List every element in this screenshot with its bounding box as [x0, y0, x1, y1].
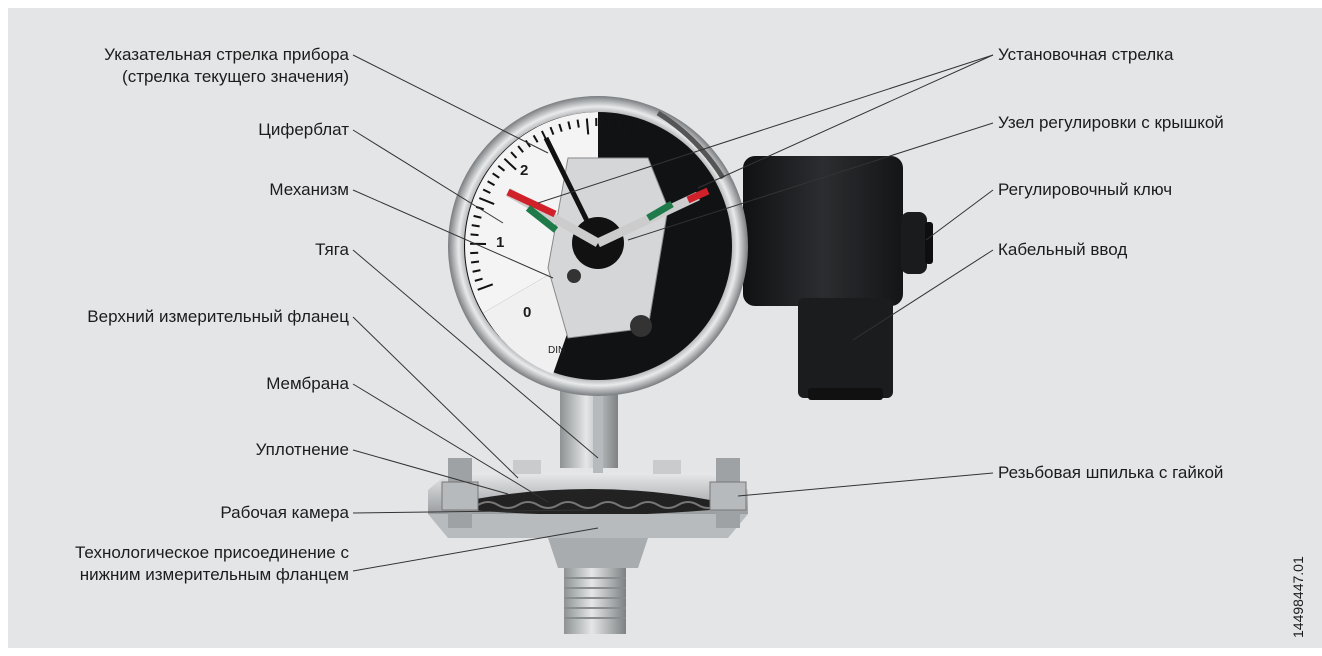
leader-connection	[353, 528, 598, 571]
label-movement: Механизм	[269, 179, 349, 201]
label-pointer-line2: (стрелка текущего значения)	[122, 66, 349, 88]
leader-pointer	[353, 55, 548, 153]
label-pointer-line1: Указательная стрелка прибора	[104, 44, 349, 66]
leader-dial	[353, 130, 503, 223]
label-dial: Циферблат	[258, 119, 349, 141]
label-connection-line1: Технологическое присоединение с	[75, 542, 349, 564]
label-cable: Кабельный ввод	[998, 239, 1127, 261]
label-connection-line2: нижним измерительным фланцем	[80, 564, 349, 586]
leader-cable	[853, 250, 993, 340]
leader-chamber	[353, 510, 588, 513]
diagram-canvas: 0 1 2 DIN Указательная стрелка прибора (…	[8, 8, 1322, 648]
leader-stud	[738, 473, 993, 496]
leader-set-pointer-b	[698, 55, 993, 188]
leader-diaphragm	[353, 384, 548, 502]
label-stud: Резьбовая шпилька с гайкой	[998, 462, 1223, 484]
label-diaphragm: Мембрана	[266, 373, 349, 395]
leader-key	[926, 190, 993, 240]
leader-seal	[353, 450, 508, 494]
label-upper-flange: Верхний измерительный фланец	[87, 306, 349, 328]
label-rod: Тяга	[315, 239, 349, 261]
leader-rod	[353, 250, 598, 458]
leader-movement	[353, 190, 553, 278]
label-key: Регулировочный ключ	[998, 179, 1172, 201]
leader-upper-flange	[353, 317, 518, 478]
image-code: 14498447.01	[1290, 556, 1306, 638]
label-set-pointer: Установочная стрелка	[998, 44, 1173, 66]
label-chamber: Рабочая камера	[220, 502, 349, 524]
label-seal: Уплотнение	[256, 439, 349, 461]
leader-set-pointer-a	[538, 55, 993, 203]
leader-adjustment	[628, 123, 993, 240]
label-adjustment: Узел регулировки с крышкой	[998, 112, 1224, 134]
